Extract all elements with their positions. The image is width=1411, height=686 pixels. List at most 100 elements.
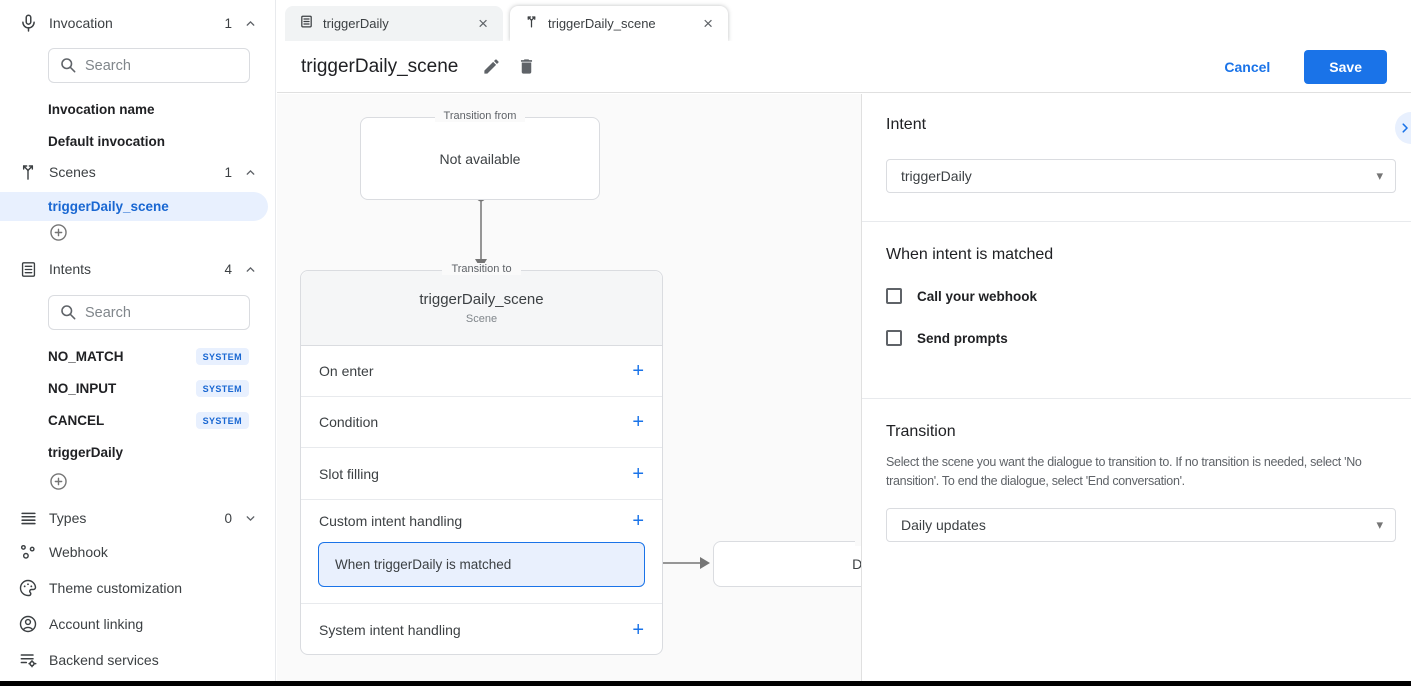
page-title: triggerDaily_scene	[301, 55, 459, 77]
close-icon[interactable]: ×	[703, 13, 713, 33]
invocation-search	[48, 48, 250, 83]
bottom-edge-bar	[0, 681, 1411, 686]
delete-trash-icon[interactable]	[517, 57, 536, 76]
row-label: System intent handling	[319, 622, 461, 638]
scene-canvas: Transition from Not available Transition…	[277, 94, 861, 681]
edit-pencil-icon[interactable]	[482, 57, 501, 76]
intent-select[interactable]: triggerDaily ▾	[886, 159, 1396, 193]
tab-label: triggerDaily	[323, 16, 389, 31]
intents-search-input[interactable]	[48, 295, 250, 330]
row-label: Custom intent handling	[319, 513, 463, 529]
row-label: Slot filling	[319, 465, 379, 482]
sidebar-section-scenes[interactable]: Scenes 1	[0, 157, 275, 187]
send-prompts-option[interactable]: Send prompts	[886, 330, 1387, 346]
close-icon[interactable]: ×	[478, 13, 488, 33]
add-intent-button[interactable]	[0, 468, 275, 500]
section-count: 1	[224, 15, 232, 31]
add-on-enter-button[interactable]: +	[632, 360, 644, 382]
system-badge: SYSTEM	[195, 347, 249, 365]
transition-description: Select the scene you want the dialogue t…	[886, 455, 1362, 489]
types-icon	[16, 506, 40, 530]
sidebar-item-triggerdaily[interactable]: triggerDaily	[0, 436, 275, 468]
when-matched-section: When intent is matched Call your webhook…	[862, 222, 1411, 346]
call-webhook-option[interactable]: Call your webhook	[886, 288, 1387, 304]
when-matched-heading: When intent is matched	[886, 246, 1054, 263]
item-label: NO_MATCH	[48, 348, 124, 364]
content-area: Transition from Not available Transition…	[277, 94, 1411, 681]
sidebar-item-no-input[interactable]: NO_INPUT SYSTEM	[0, 372, 275, 404]
collapse-panel-button[interactable]	[1395, 112, 1411, 144]
chevron-up-icon	[244, 166, 257, 179]
item-label: CANCEL	[48, 412, 105, 428]
add-condition-button[interactable]: +	[632, 411, 644, 433]
add-custom-intent-button[interactable]: +	[632, 510, 644, 532]
add-scene-button[interactable]	[0, 221, 275, 249]
transition-target-node[interactable]: Transition to Daily updates	[713, 534, 861, 587]
scene-row-custom-intent-handling: Custom intent handling + When triggerDai…	[301, 500, 662, 604]
sidebar-item-webhook[interactable]: Webhook	[0, 534, 275, 570]
matched-intent-item[interactable]: When triggerDaily is matched	[318, 542, 645, 587]
tab-triggerdaily-scene[interactable]: triggerDaily_scene ×	[510, 6, 728, 41]
checkbox-label: Send prompts	[917, 330, 1008, 346]
add-slot-filling-button[interactable]: +	[632, 462, 644, 485]
transition-select-value: Daily updates	[901, 516, 986, 533]
item-label: Invocation name	[48, 101, 155, 117]
checkbox-label: Call your webhook	[917, 288, 1038, 304]
scene-card-subtitle: Scene	[465, 313, 498, 325]
add-circle-icon	[48, 471, 69, 497]
section-label: Scenes	[49, 164, 96, 180]
sidebar-item-cancel[interactable]: CANCEL SYSTEM	[0, 404, 275, 436]
scene-row-slot-filling: Slot filling +	[301, 448, 662, 500]
system-badge: SYSTEM	[195, 379, 249, 397]
section-label: Invocation	[49, 15, 113, 31]
item-label: Webhook	[49, 544, 108, 560]
sidebar-section-types[interactable]: Types 0	[0, 502, 275, 534]
tab-bar: triggerDaily × triggerDaily_scene ×	[277, 0, 1411, 41]
intent-select-value: triggerDaily	[901, 168, 972, 184]
scene-row-on-enter: On enter +	[301, 346, 662, 397]
scene-branch-icon	[524, 14, 539, 34]
sidebar-section-invocation[interactable]: Invocation 1	[0, 8, 275, 38]
sidebar-item-theme-customization[interactable]: Theme customization	[0, 570, 275, 606]
sidebar-item-backend-services[interactable]: Backend services	[0, 642, 275, 678]
backend-services-icon	[16, 648, 40, 672]
account-icon	[16, 612, 40, 636]
sidebar-item-invocation-name[interactable]: Invocation name	[0, 93, 275, 125]
section-divider	[862, 221, 1411, 222]
scene-row-condition: Condition +	[301, 397, 662, 448]
intents-icon	[16, 257, 40, 281]
item-label: Theme customization	[49, 580, 183, 596]
intent-detail-panel: Intent triggerDaily ▾ When intent is mat…	[861, 94, 1411, 681]
chevron-up-icon	[244, 17, 257, 30]
not-available-text: Not available	[439, 150, 521, 167]
tab-triggerdaily[interactable]: triggerDaily ×	[285, 6, 503, 41]
send-prompts-checkbox[interactable]	[886, 330, 902, 346]
item-label: Account linking	[49, 616, 144, 632]
microphone-icon	[16, 11, 40, 35]
dropdown-caret-icon: ▾	[1376, 168, 1383, 183]
scene-card-header[interactable]: triggerDaily_scene Scene	[301, 271, 662, 346]
sidebar-item-default-invocation[interactable]: Default invocation	[0, 125, 275, 157]
search-icon	[58, 55, 78, 80]
chevron-up-icon	[244, 263, 257, 276]
intent-section: Intent triggerDaily ▾	[862, 94, 1411, 193]
title-bar: triggerDaily_scene Cancel Save	[277, 41, 1411, 93]
row-label: Condition	[319, 414, 379, 430]
intent-doc-icon	[299, 14, 314, 34]
sidebar-item-account-linking[interactable]: Account linking	[0, 606, 275, 642]
node-legend: Transition to	[714, 534, 861, 546]
system-badge: SYSTEM	[195, 411, 249, 429]
invocation-search-input[interactable]	[48, 48, 250, 83]
scene-card-title: triggerDaily_scene	[419, 291, 544, 308]
sidebar-section-intents[interactable]: Intents 4	[0, 254, 275, 284]
sidebar-item-no-match[interactable]: NO_MATCH SYSTEM	[0, 340, 275, 372]
call-webhook-checkbox[interactable]	[886, 288, 902, 304]
dropdown-caret-icon: ▾	[1376, 516, 1383, 532]
add-system-intent-button[interactable]: +	[632, 619, 644, 641]
save-button[interactable]: Save	[1304, 49, 1387, 84]
transition-section: Transition Select the scene you want the…	[862, 399, 1411, 542]
cancel-button[interactable]: Cancel	[1224, 58, 1271, 75]
section-label: Types	[49, 510, 87, 526]
transition-select[interactable]: Daily updates ▾	[886, 507, 1396, 542]
sidebar-item-triggerdaily-scene[interactable]: triggerDaily_scene	[0, 192, 268, 221]
